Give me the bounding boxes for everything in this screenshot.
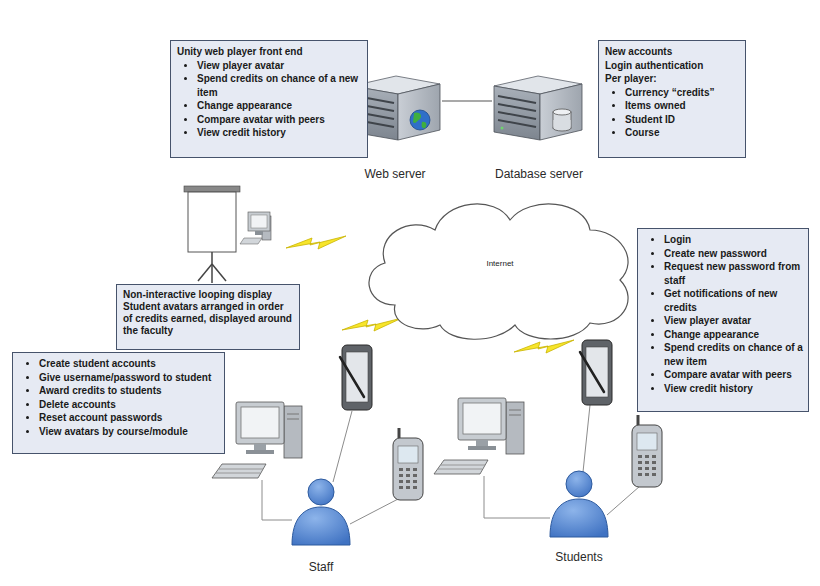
staff-devices [212,345,423,500]
web-server-icon [413,112,421,123]
server-node: Web server [348,72,442,130]
icon-caption: Web server [308,167,482,181]
bullet-list: Create student accountsGive username/pas… [19,357,219,438]
wireless-link [514,340,574,353]
person-node: Students [548,470,610,540]
device-wire [607,486,640,515]
bullet-item: View credit history [197,126,362,140]
bullet-item: Change appearance [197,99,362,113]
projector-screen [184,186,240,283]
person-icon [308,479,334,505]
person-icon [550,499,608,537]
person-icon [566,471,592,497]
bullet-item: Compare avatar with peers [664,368,803,382]
feature-box: Create student accountsGive username/pas… [12,352,225,454]
device-wire [484,476,550,518]
device-wire [333,411,352,482]
bullet-item: Request new password from staff [664,260,803,287]
bullet-list: LoginCreate new passwordRequest new pass… [644,233,803,395]
bullet-item: Compare avatar with peers [197,113,362,127]
display-computer [251,215,267,228]
bullet-item: Create new password [664,247,803,261]
bullet-item: View player avatar [197,59,362,73]
device-wire [583,405,590,472]
internet-cloud: Internet [355,185,645,345]
device-wire [262,480,292,520]
bullet-item: View avatars by course/module [39,425,219,439]
bullet-item: Get notifications of new credits [664,287,803,314]
projector-screen [212,264,226,281]
database-server-icon [553,120,570,128]
bullet-item: Create student accounts [39,357,219,371]
cloud-outline [369,204,628,339]
box-heading: Per player: [605,72,740,86]
bullet-item: Delete accounts [39,398,219,412]
web-server-icon [410,110,430,130]
display-computer [240,212,271,244]
bullet-item: Course [625,126,740,140]
bullet-item: Reset account passwords [39,411,219,425]
note-box: Non-interactive looping display Student … [116,284,300,350]
feature-box: New accountsLogin authenticationPer play… [598,40,746,158]
bullet-item: Change appearance [664,328,803,342]
student-devices [580,340,612,405]
bullet-item: Student ID [625,113,740,127]
projector-screen [211,252,213,264]
bullet-item: Give username/password to student [39,371,219,385]
box-heading: Login authentication [605,59,740,73]
bullet-item: View player avatar [664,314,803,328]
bullet-item: Award credits to students [39,384,219,398]
bullet-item: Spend credits on chance of a new item [197,72,362,99]
person-node: Staff [290,478,352,548]
staff-devices [393,428,423,500]
staff-devices [212,402,302,478]
server-node: Database server [492,72,586,130]
wireless-link [286,236,346,249]
bullet-item: Items owned [625,99,740,113]
feature-box: Unity web player front endView player av… [170,40,368,158]
connector-line [442,100,492,101]
bullet-item: Currency “credits” [625,86,740,100]
person-icon [292,507,350,545]
projector-screen [198,264,212,281]
icon-caption: Database server [452,167,626,181]
web-server-icon [422,122,427,128]
icon-caption: Students [508,550,650,564]
database-server-icon [494,76,582,140]
wireless-link [342,318,402,331]
device-wire [350,498,400,524]
bullet-item: View credit history [664,382,803,396]
staff-devices [340,345,372,410]
icon-caption: Staff [250,560,392,574]
projector-screen [184,186,240,192]
box-heading: New accounts [605,45,740,59]
display-computer [248,212,270,231]
display-computer [240,238,262,244]
student-devices [632,415,662,487]
student-devices [434,398,524,474]
box-heading: Non-interactive looping display Student … [123,289,294,337]
database-server-icon [494,76,582,140]
feature-box: LoginCreate new passwordRequest new pass… [637,228,809,412]
bullet-list: Currency “credits”Items ownedStudent IDC… [605,86,740,140]
projector-screen [188,192,236,252]
bullet-item: Spend credits on chance of a new item [664,341,803,368]
projector-screen [211,264,213,283]
database-server-icon [553,109,571,115]
display-computer [255,231,263,235]
student-devices [434,340,662,487]
cloud-label: Internet [355,259,645,269]
bullet-item: Login [664,233,803,247]
box-heading: Unity web player front end [177,45,362,59]
bullet-list: View player avatarSpend credits on chanc… [177,59,362,140]
person-icon [292,471,608,545]
